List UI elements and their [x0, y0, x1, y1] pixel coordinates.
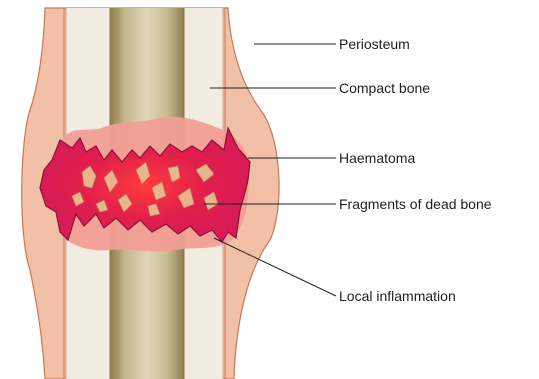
- label-inflammation: Local inflammation: [339, 288, 456, 304]
- label-haematoma: Haematoma: [339, 150, 415, 166]
- label-fragments: Fragments of dead bone: [339, 196, 492, 212]
- label-compact-bone: Compact bone: [339, 80, 430, 96]
- label-periosteum: Periosteum: [339, 36, 410, 52]
